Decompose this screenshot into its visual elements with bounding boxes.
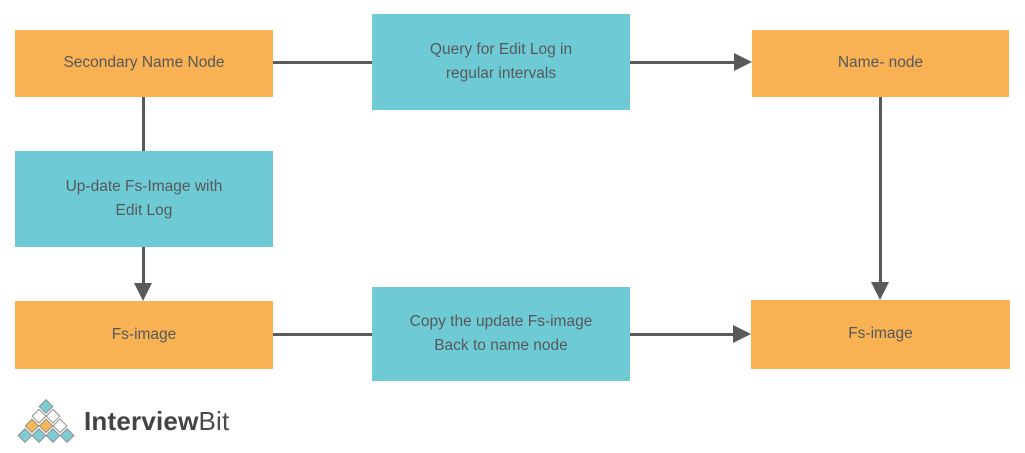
interviewbit-logo-text: InterviewBit [84,406,229,437]
node-label: Up-date Fs-Image with Edit Log [65,177,223,219]
interviewbit-logo: InterviewBit [16,398,229,444]
arrowhead-right-icon [733,325,751,343]
node-fs-image-right: Fs-image [751,300,1010,369]
connector-secondary-to-update [142,97,145,151]
connector-fsimage-to-copy [273,333,372,336]
node-label: Name- node [837,54,924,72]
node-copy-fs-image: Copy the update Fs-image Back to name no… [372,287,630,381]
arrowhead-down-icon [871,282,889,300]
connector-namenode-to-fsimage [879,97,882,284]
node-update-fs-image: Up-date Fs-Image with Edit Log [15,151,273,247]
logo-text-interview: Interview [84,405,199,436]
node-secondary-name-node: Secondary Name Node [15,30,273,97]
node-fs-image-left: Fs-image [15,301,273,369]
node-query-edit-log: Query for Edit Log in regular intervals [372,14,630,110]
arrowhead-down-icon [134,283,152,301]
node-label: Copy the update Fs-image Back to name no… [409,312,593,354]
node-label: Fs-image [111,325,177,343]
node-name-node: Name- node [752,30,1009,97]
connector-copy-to-fsimage [630,333,735,336]
node-label: Secondary Name Node [63,54,225,72]
interviewbit-logo-icon [16,398,76,444]
arrowhead-right-icon [734,53,752,71]
node-label: Fs-image [848,325,913,343]
node-label: Query for Edit Log in regular intervals [429,40,573,82]
connector-query-to-namenode [630,61,736,64]
connector-update-to-fsimage [142,247,145,285]
logo-text-bit: Bit [198,405,230,436]
connector-secondary-to-query [273,61,372,64]
